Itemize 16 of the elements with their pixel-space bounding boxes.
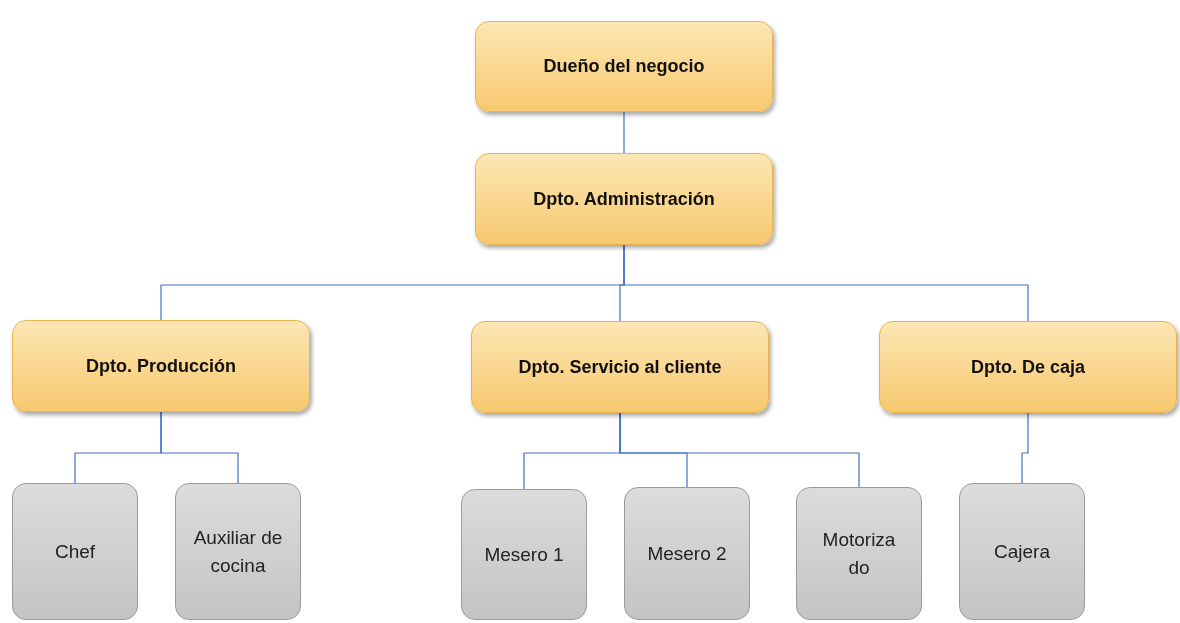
department-box: Dpto. Administración	[475, 153, 773, 245]
department-box: Dpto. De caja	[879, 321, 1177, 413]
role-box: Chef	[12, 483, 138, 620]
connector-line	[619, 412, 860, 488]
connector-line	[623, 244, 1029, 322]
department-box: Dpto. Producción	[12, 320, 310, 412]
role-box: Motoriza do	[796, 487, 922, 620]
role-box: Mesero 1	[461, 489, 587, 620]
connector-line	[1021, 412, 1029, 484]
connector-line	[160, 411, 239, 484]
role-box: Cajera	[959, 483, 1085, 620]
department-box: Dueño del negocio	[475, 21, 773, 112]
role-box: Mesero 2	[624, 487, 750, 620]
role-box: Auxiliar de cocina	[175, 483, 301, 620]
connector-line	[623, 111, 625, 154]
department-box: Dpto. Servicio al cliente	[471, 321, 769, 413]
